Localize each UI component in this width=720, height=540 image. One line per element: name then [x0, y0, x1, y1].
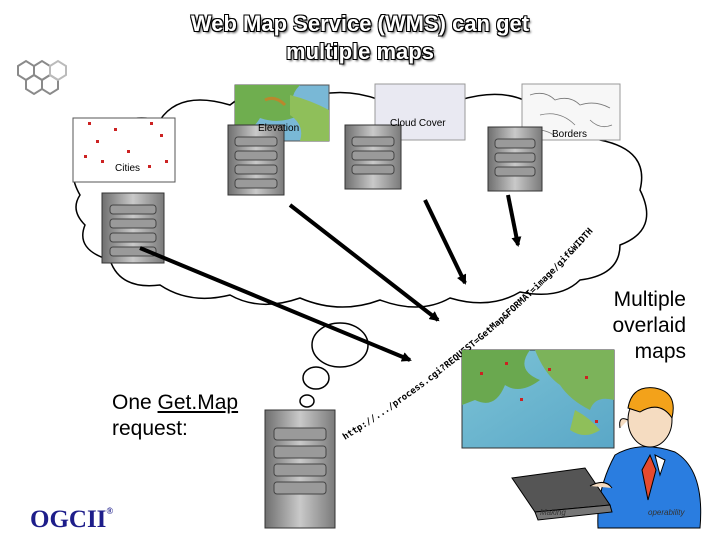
borders-label: Borders [552, 129, 588, 140]
arrow-cloud-to-result [423, 199, 467, 285]
thought-bubble-medium [302, 366, 330, 390]
thought-bubble-small [299, 394, 315, 408]
result-caption-line-1: Multiple [613, 288, 686, 311]
overlaid-result-map [461, 349, 615, 449]
arrow-elevation-to-result [288, 203, 440, 322]
result-caption-line-2: overlaid [612, 314, 686, 337]
server-icon [227, 124, 285, 196]
title-line-1: Web Map Service (WMS) can get [190, 11, 530, 36]
logo-registered-mark: ® [106, 506, 114, 516]
thought-bubble-large [311, 322, 369, 368]
ogc-logo: OGCII® [30, 506, 113, 534]
result-caption: Multiple overlaid maps [560, 287, 686, 365]
server-icon [487, 126, 543, 192]
title-line-2: multiple maps [286, 39, 434, 64]
arrow-cities-to-result [139, 246, 412, 362]
result-caption-line-3: maps [634, 340, 686, 363]
footer-left-text: Making [540, 508, 566, 517]
logo-text: OGCII [30, 506, 107, 533]
client-server-icon [264, 409, 336, 529]
getmap-link[interactable]: Get.Map [157, 391, 239, 414]
request-caption: One Get.Map request: [112, 390, 238, 442]
slide-title: Web Map Service (WMS) can get multiple m… [0, 10, 720, 66]
cities-label: Cities [115, 163, 141, 174]
cities-map [72, 117, 176, 183]
server-icon [101, 192, 165, 264]
footer-tagline: Making operability [540, 508, 690, 517]
elevation-label: Elevation [258, 123, 300, 134]
hexagon-logo-icon [17, 59, 67, 96]
request-caption-line-2: request: [112, 417, 188, 440]
arrow-borders-to-result [506, 194, 522, 247]
request-caption-prefix: One [112, 391, 158, 414]
cloud-cover-label: Cloud Cover [390, 118, 446, 129]
server-icon [344, 124, 402, 190]
person-at-laptop-icon [511, 387, 702, 529]
footer-right-text: operability [648, 508, 685, 517]
